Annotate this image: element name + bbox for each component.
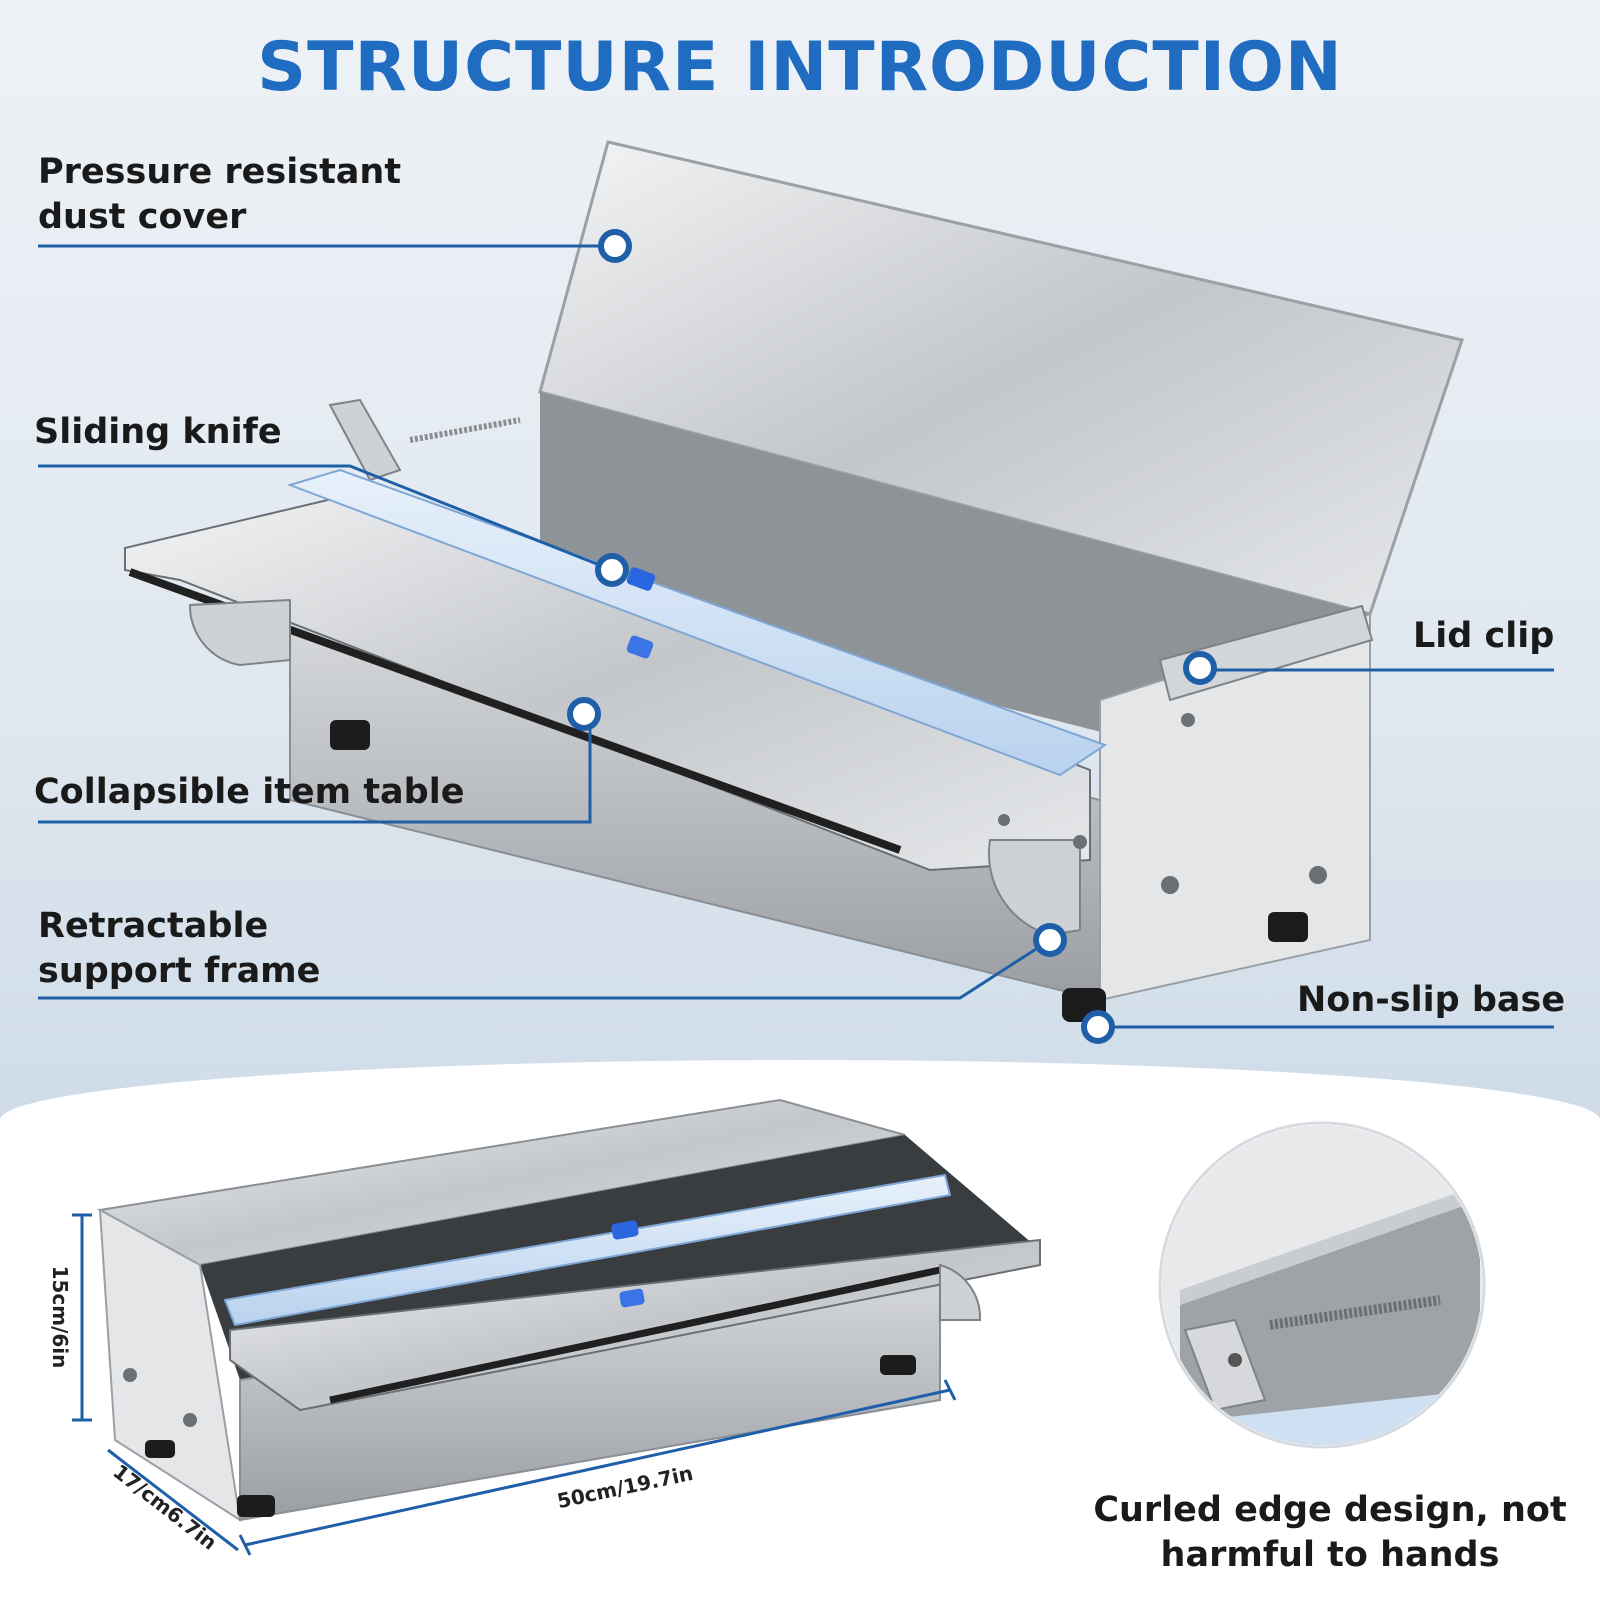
label-support-frame-line2: support frame [38, 951, 321, 991]
detail-caption: Curled edge design, not harmful to hands [1090, 1488, 1570, 1578]
detail-caption-line2: harmful to hands [1160, 1535, 1500, 1575]
dimension-height: 15cm/6in [48, 1265, 72, 1369]
detail-caption-line1: Curled edge design, not [1093, 1490, 1567, 1530]
label-dust-cover-line1: Pressure resistant [38, 152, 402, 192]
label-support-frame-line1: Retractable [38, 906, 269, 946]
label-dust-cover-line2: dust cover [38, 197, 247, 237]
detail-zoom [1158, 1121, 1486, 1449]
label-dust-cover: Pressure resistant dust cover [38, 150, 401, 240]
marker-non-slip-base [1081, 1010, 1115, 1044]
label-non-slip-base: Non-slip base [1297, 980, 1566, 1020]
label-support-frame: Retractable support frame [38, 904, 320, 994]
marker-support-frame [1033, 923, 1067, 957]
label-lid-clip: Lid clip [1413, 616, 1555, 656]
marker-item-table [567, 697, 601, 731]
callout-lines [38, 244, 1554, 1029]
label-sliding-knife: Sliding knife [34, 412, 282, 452]
marker-sliding-knife [595, 553, 629, 587]
closed-dispenser [96, 1098, 1041, 1523]
marker-lid-clip [1183, 651, 1217, 685]
marker-dust-cover [598, 229, 632, 263]
callout-markers [567, 229, 1217, 1044]
main-dispenser [124, 140, 1464, 1022]
dimension-lines [72, 1213, 957, 1556]
page-title: STRUCTURE INTRODUCTION [257, 28, 1343, 107]
label-item-table: Collapsible item table [34, 772, 465, 812]
